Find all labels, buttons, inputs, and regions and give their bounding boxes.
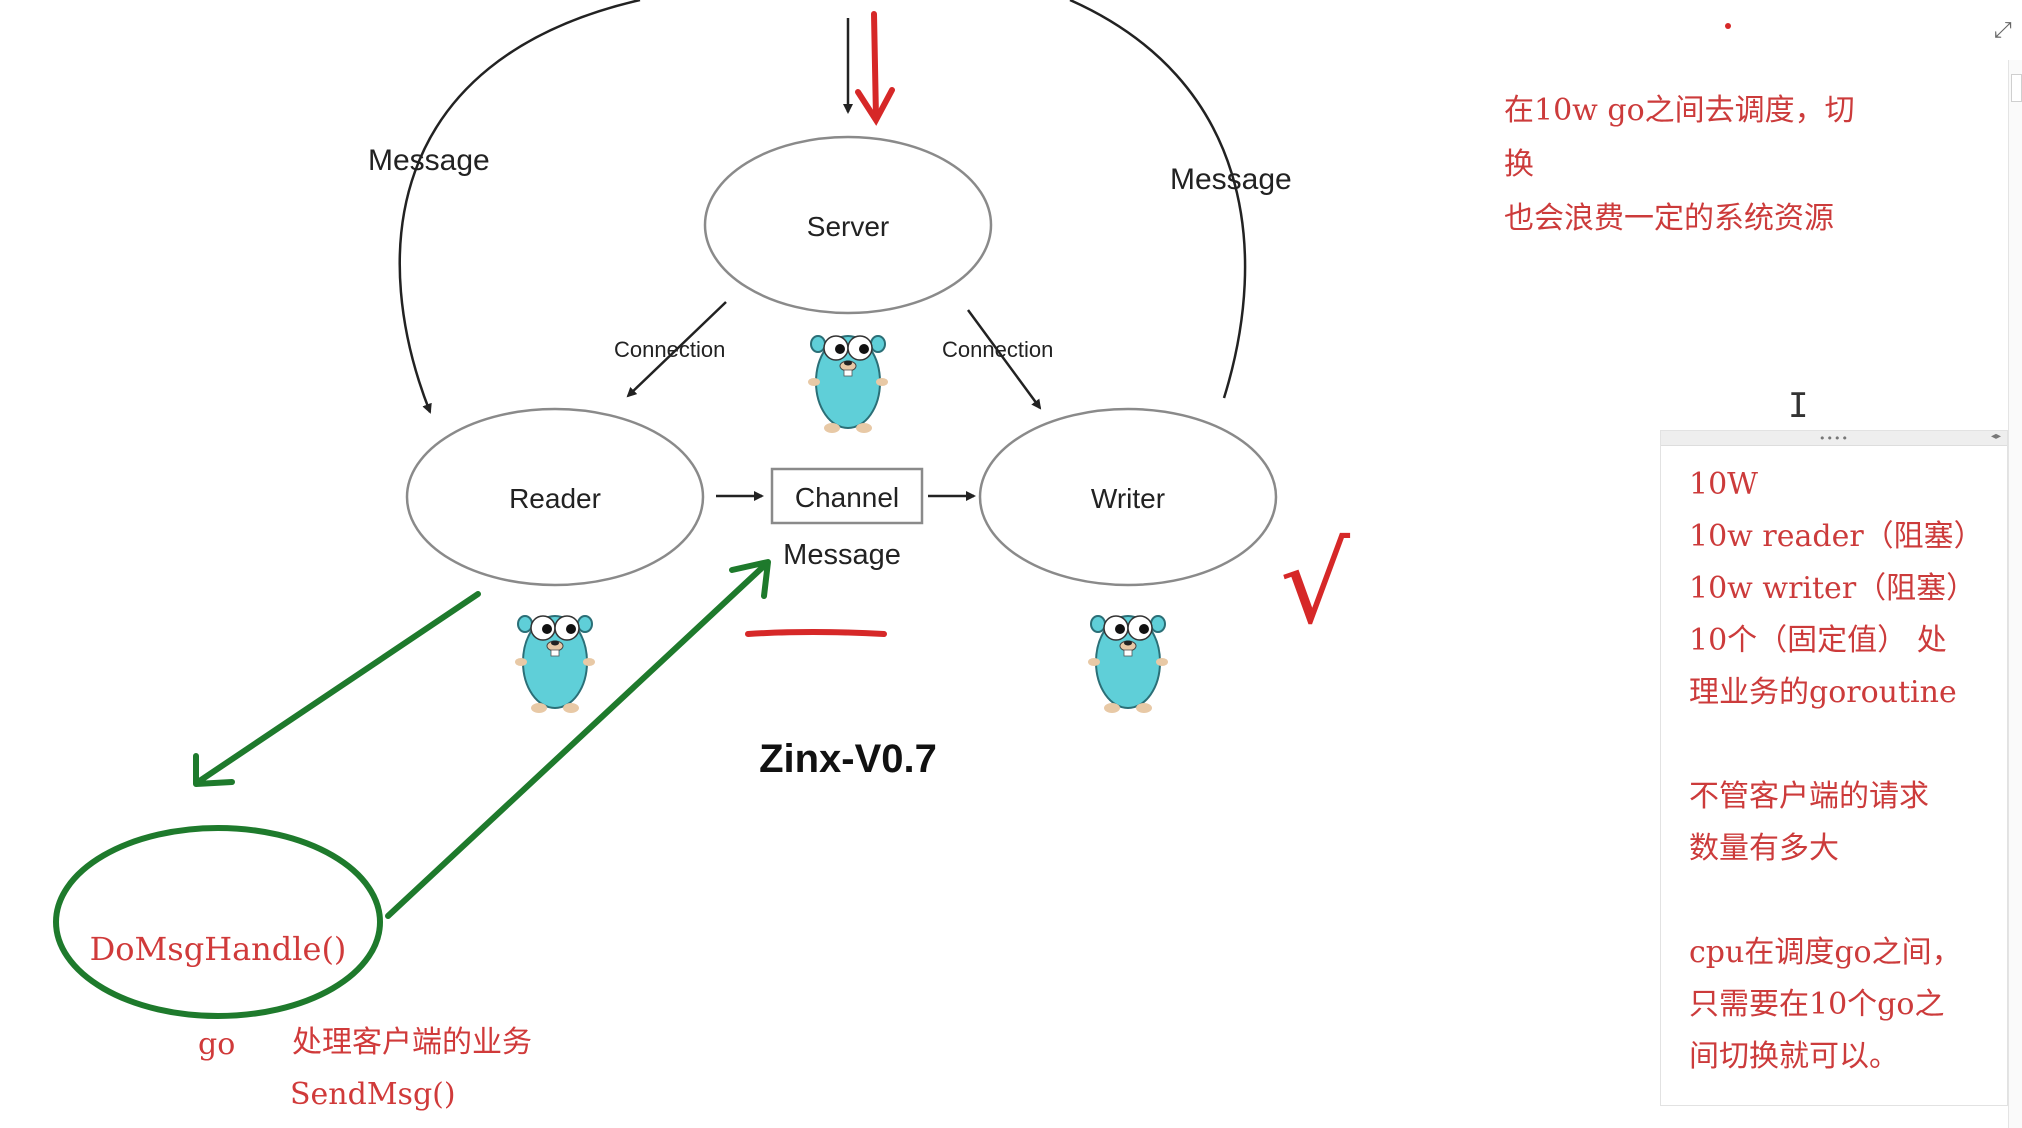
green-arrow-to-channel — [385, 559, 771, 919]
expand-icon[interactable]: ⤢ — [1994, 18, 2012, 43]
note-line: 间切换就可以。 — [1689, 1039, 1899, 1074]
green-arrow-to-handler — [193, 591, 481, 787]
note-line: cpu在调度go之间， — [1689, 935, 1962, 970]
check-mark: √ — [1280, 520, 1351, 648]
note-line: 不管客户端的请求 — [1689, 779, 1929, 814]
server-label: Server — [807, 211, 889, 242]
connection-left-label: Connection — [614, 337, 725, 362]
channel-label: Channel — [795, 482, 899, 513]
text-cursor-icon: I — [1788, 386, 1809, 426]
connection-arrow-right — [966, 309, 1042, 410]
note-panel[interactable]: •••• ◂▸ 10W 10w reader（阻塞） 10w writer（阻塞… — [1660, 430, 2008, 1106]
message-arc-left — [398, 0, 641, 414]
message-arc-right — [1069, 0, 1247, 399]
message-left-label: Message — [368, 144, 490, 177]
connection-right-label: Connection — [942, 337, 1053, 362]
note-panel-resize-bar[interactable]: •••• ◂▸ — [1661, 431, 2007, 446]
connection-arrow-left — [626, 301, 727, 398]
reader-gopher — [514, 615, 596, 714]
handler-ellipse — [53, 825, 383, 1019]
grip-icon[interactable]: •••• — [1819, 432, 1849, 445]
reader-label: Reader — [509, 483, 601, 514]
note-line: 10个（固定值） 处 — [1689, 623, 1947, 658]
red-dot — [1725, 23, 1731, 29]
top-note-line: 也会浪费一定的系统资源 — [1504, 201, 1834, 236]
sendmsg-label: SendMsg() — [290, 1077, 456, 1112]
top-note-line: 在10w go之间去调度，切 — [1504, 93, 1855, 128]
go-label: go — [198, 1027, 235, 1062]
server-node — [703, 135, 993, 315]
writer-label: Writer — [1091, 483, 1165, 514]
reader-node — [405, 407, 705, 587]
channel-box — [770, 467, 924, 525]
server-gopher — [807, 335, 889, 434]
process-label: 处理客户端的业务 — [292, 1025, 532, 1060]
message-right-label: Message — [1170, 163, 1292, 196]
note-line: 10w writer（阻塞） — [1689, 571, 1977, 606]
top-note-line: 换 — [1504, 147, 1534, 182]
writer-gopher — [1087, 615, 1169, 714]
red-down-arrow — [855, 11, 895, 126]
top-note: 在10w go之间去调度，切 换 也会浪费一定的系统资源 — [1504, 84, 1924, 246]
note-line — [1689, 719, 1999, 771]
red-underline — [745, 629, 887, 637]
writer-node — [978, 407, 1278, 587]
note-line: 10w reader（阻塞） — [1689, 519, 1984, 554]
note-line: 数量有多大 — [1689, 831, 1839, 866]
channel-message-label: Message — [783, 539, 901, 571]
diagram-title: Zinx-V0.7 — [759, 737, 937, 781]
note-line: 只需要在10个go之 — [1689, 987, 1945, 1022]
note-line: 10W — [1689, 467, 1759, 502]
handler-label: DoMsgHandle() — [90, 930, 347, 968]
resize-arrows-icon[interactable]: ◂▸ — [1990, 431, 2001, 442]
note-text[interactable]: 10W 10w reader（阻塞） 10w writer（阻塞） 10个（固定… — [1689, 459, 1999, 1083]
note-line — [1689, 875, 1999, 927]
right-scroll-strip[interactable] — [2008, 60, 2022, 1128]
note-line: 理业务的goroutine — [1689, 675, 1957, 710]
scroll-thumb[interactable] — [2011, 74, 2022, 102]
